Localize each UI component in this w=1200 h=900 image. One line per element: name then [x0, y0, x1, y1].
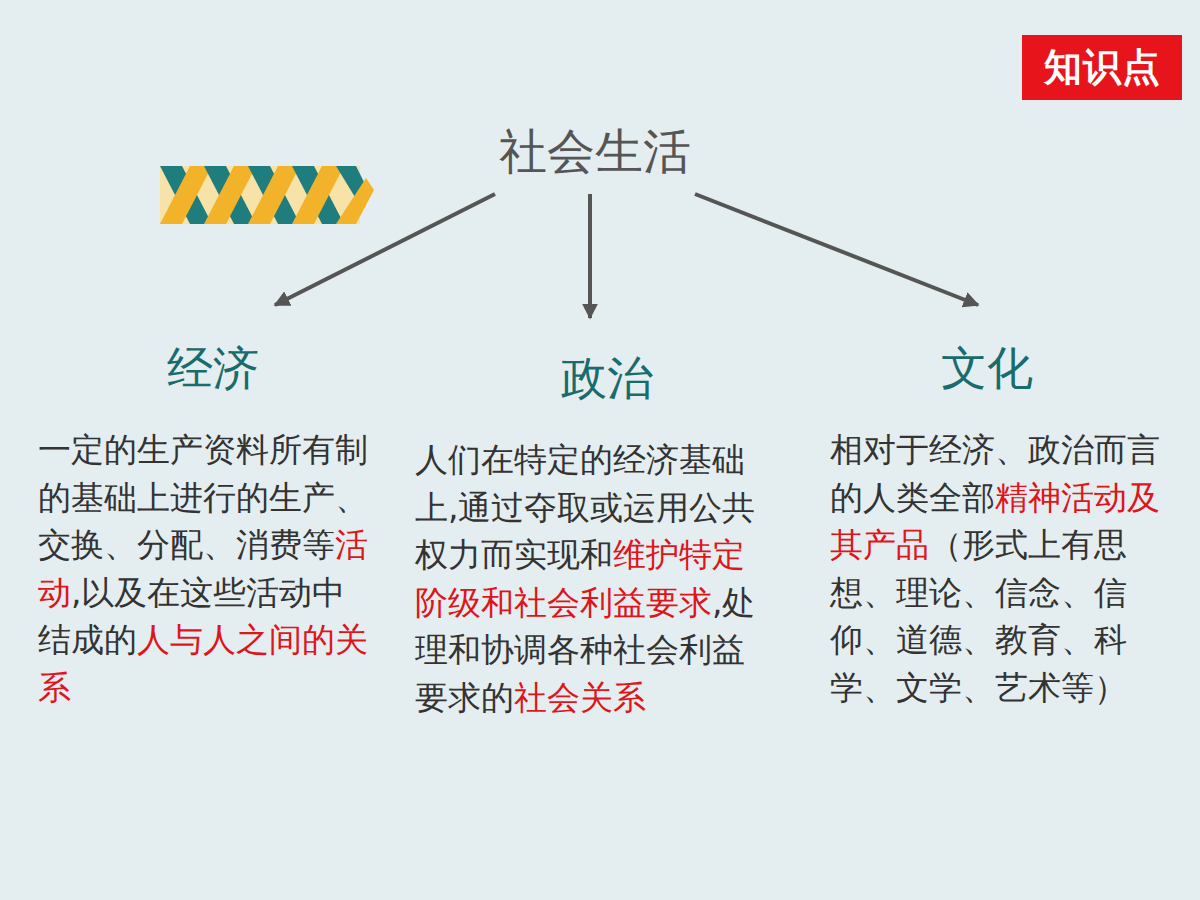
- category-heading: 政治: [507, 348, 707, 410]
- ribbon-twists: [160, 166, 374, 224]
- category-column: 经济一定的生产资料所有制的基础上进行的生产、交换、分配、消费等活动,以及在这些活…: [38, 338, 368, 711]
- category-definition: 相对于经济、政治而言的人类全部精神活动及其产品（形式上有思想、理论、信念、信仰、…: [830, 426, 1175, 711]
- branch-arrow: [588, 194, 592, 318]
- category-heading: 经济: [113, 338, 313, 400]
- ribbon-ground: [160, 166, 360, 224]
- ribbon-illustration: [160, 162, 380, 228]
- topic-title: 社会生活: [445, 120, 745, 184]
- category-definition: 一定的生产资料所有制的基础上进行的生产、交换、分配、消费等活动,以及在这些活动中…: [38, 426, 368, 711]
- root-topic: 社会生活: [445, 120, 745, 184]
- category-column: 文化相对于经济、政治而言的人类全部精神活动及其产品（形式上有思想、理论、信念、信…: [830, 338, 1175, 711]
- badge-box: 知识点: [1022, 35, 1182, 100]
- category-column: 政治人们在特定的经济基础上,通过夺取或运用公共权力而实现和维护特定阶级和社会利益…: [415, 348, 775, 721]
- category-definition: 人们在特定的经济基础上,通过夺取或运用公共权力而实现和维护特定阶级和社会利益要求…: [415, 436, 775, 721]
- branch-arrow: [275, 194, 495, 305]
- badge-label: 知识点: [1044, 42, 1161, 93]
- branch-arrow: [695, 194, 978, 305]
- category-heading: 文化: [887, 338, 1087, 400]
